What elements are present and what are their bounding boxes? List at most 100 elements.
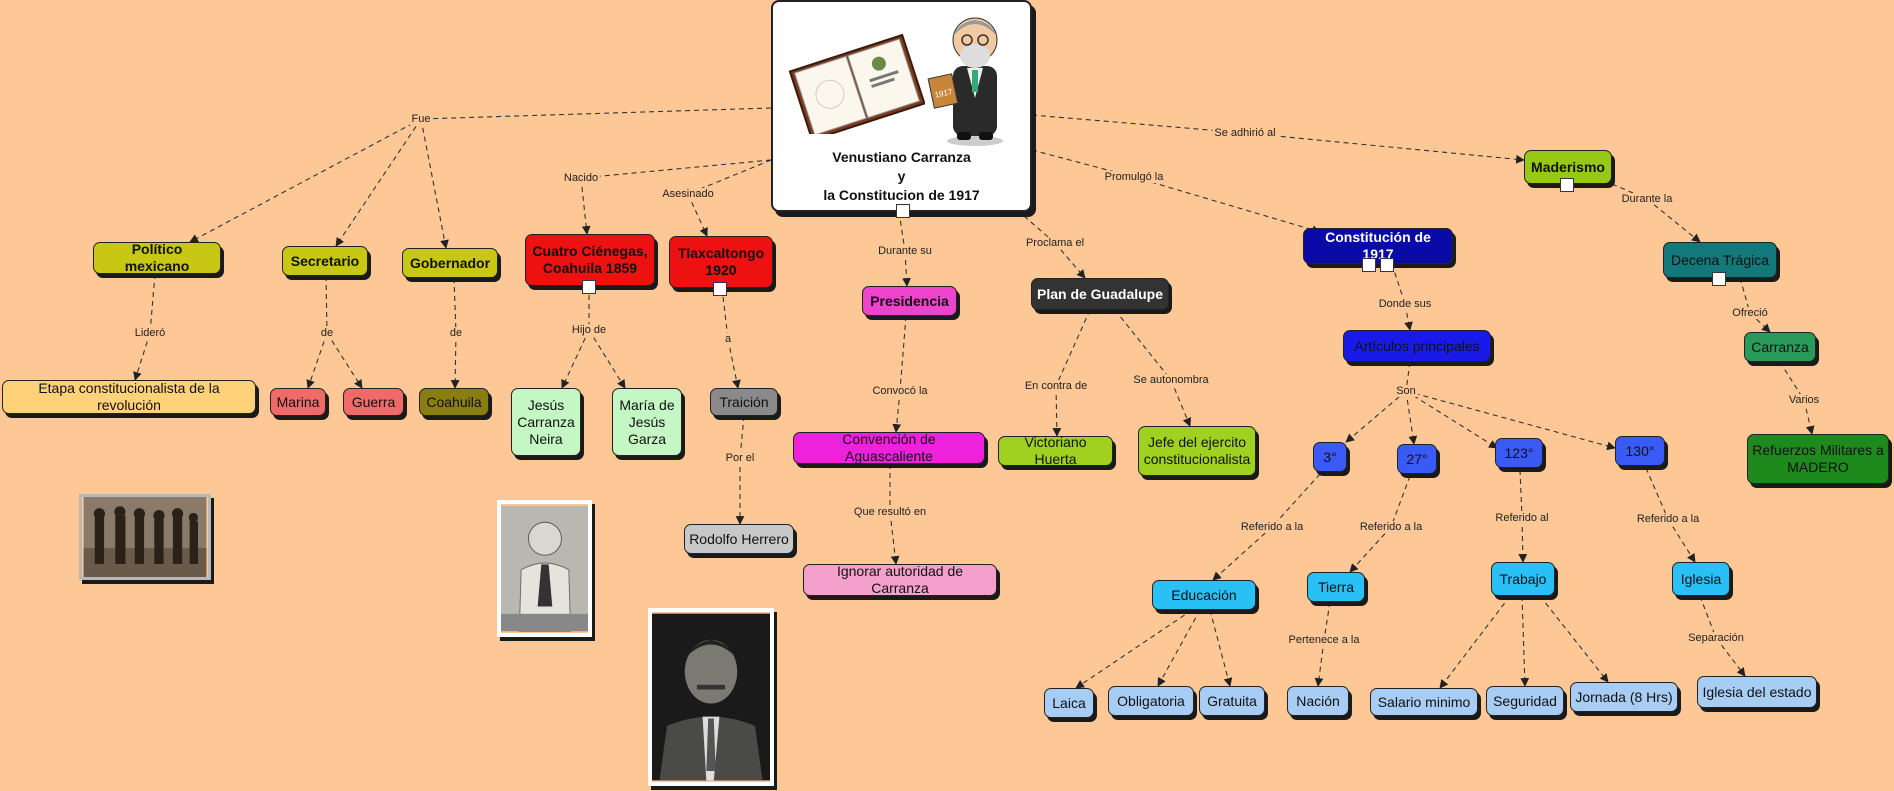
- node-seguridad[interactable]: Seguridad: [1486, 686, 1564, 716]
- node-label: 3°: [1323, 448, 1337, 465]
- node-gobernador[interactable]: Gobernador: [402, 248, 498, 278]
- node-marina[interactable]: Marina: [270, 388, 326, 416]
- node-nacion[interactable]: Nación: [1287, 686, 1349, 716]
- connector-line: [1519, 469, 1523, 519]
- connector-line: [1271, 473, 1321, 528]
- node-maria[interactable]: María de Jesús Garza: [612, 388, 682, 456]
- node-label: Gratuita: [1207, 692, 1257, 709]
- node-carranza[interactable]: Carranza: [1744, 332, 1816, 362]
- node-label: Laica: [1052, 694, 1086, 711]
- link-label-ofrecio: Ofreció: [1730, 307, 1770, 319]
- link-label-convoco: Convocó la: [870, 385, 930, 397]
- connector-line: [1715, 637, 1746, 677]
- node-educacion[interactable]: Educación: [1152, 580, 1256, 610]
- node-tierra[interactable]: Tierra: [1307, 572, 1365, 602]
- node-label: Traición: [719, 393, 769, 410]
- connector-line: [1157, 609, 1201, 687]
- node-label: Obligatoria: [1117, 692, 1185, 709]
- node-iglesia[interactable]: Iglesia: [1672, 562, 1730, 596]
- connector-line: [1133, 176, 1321, 234]
- connector-line: [1699, 595, 1717, 639]
- node-art123[interactable]: 123°: [1495, 438, 1543, 468]
- title-line-3: la Constitucion de 1917: [823, 187, 980, 203]
- connector-line: [1349, 526, 1392, 573]
- node-trabajo[interactable]: Trabajo: [1491, 562, 1555, 596]
- node-maderismo[interactable]: Maderismo: [1524, 150, 1612, 192]
- node-victoriano[interactable]: Victoriano Huerta: [998, 434, 1113, 467]
- image-icon[interactable]: [1362, 258, 1376, 272]
- link-label-nacido: Nacido: [561, 172, 601, 184]
- node-jornada[interactable]: Jornada (8 Hrs): [1570, 682, 1678, 712]
- node-art27[interactable]: 27°: [1397, 444, 1437, 474]
- document-icon[interactable]: [713, 282, 727, 296]
- node-decena[interactable]: Decena Trágica: [1663, 242, 1777, 286]
- link-label-son: Son: [1394, 385, 1418, 397]
- revolution-group-photo: [79, 494, 211, 580]
- node-label: Convención de Aguascaliente: [842, 431, 936, 464]
- node-ignorar[interactable]: Ignorar autoridad de Carranza: [803, 563, 997, 596]
- node-label: Iglesia del estado: [1702, 683, 1812, 700]
- node-gratuita[interactable]: Gratuita: [1199, 686, 1265, 716]
- node-cienegas[interactable]: Cuatro Ciénegas, Coahuila 1859: [525, 234, 655, 294]
- node-label: Nación: [1296, 692, 1340, 709]
- node-secretario[interactable]: Secretario: [282, 246, 368, 276]
- document-icon[interactable]: [1560, 178, 1574, 192]
- node-art3[interactable]: 3°: [1313, 442, 1347, 472]
- node-obligatoria[interactable]: Obligatoria: [1108, 686, 1194, 716]
- node-rodolfo[interactable]: Rodolfo Herrero: [684, 524, 794, 554]
- connector-line: [1390, 475, 1411, 528]
- node-etapa[interactable]: Etapa constitucionalista de la revolució…: [2, 380, 256, 414]
- node-coahuila[interactable]: Coahuila: [419, 388, 489, 416]
- node-constitucion[interactable]: Constitución de 1917: [1303, 228, 1453, 272]
- connector-line: [453, 277, 457, 334]
- node-articulos[interactable]: Artículos principales: [1343, 330, 1491, 362]
- node-presidencia[interactable]: Presidencia: [862, 286, 957, 316]
- document-icon[interactable]: [582, 280, 596, 294]
- node-label: Carranza: [1751, 338, 1809, 355]
- connector-line: [1779, 361, 1805, 401]
- node-label: Jornada (8 Hrs): [1575, 688, 1673, 705]
- node-salario[interactable]: Salario minimo: [1370, 688, 1478, 716]
- link-label-ref123: Referido al: [1493, 512, 1551, 524]
- constitution-book-illustration: [788, 33, 925, 134]
- node-traicion[interactable]: Traición: [710, 388, 778, 416]
- link-label-ref27: Referido a la: [1357, 521, 1425, 533]
- connector-line: [1405, 390, 1616, 451]
- document-icon[interactable]: [1380, 258, 1394, 272]
- node-label: Salario minimo: [1377, 693, 1471, 710]
- link-label-hijo: Hijo de: [569, 324, 609, 336]
- node-convencion[interactable]: Convención de Aguascaliente: [793, 431, 985, 464]
- connector-line: [420, 107, 772, 120]
- title-line-1: Venustiano Carranza: [832, 149, 971, 165]
- book-year-label: 1917: [934, 87, 954, 100]
- connector-line: [1055, 309, 1091, 387]
- carranza-illustration: 1917: [927, 17, 1003, 146]
- node-label: Decena Trágica: [1670, 251, 1770, 268]
- node-label: Victoriano Huerta: [1024, 434, 1087, 467]
- connector-line: [1539, 595, 1609, 683]
- node-plan[interactable]: Plan de Guadalupe: [1031, 278, 1169, 310]
- link-label-a: a: [722, 333, 734, 345]
- node-tlaxcalt[interactable]: Tlaxcaltongo 1920: [669, 236, 773, 296]
- document-icon[interactable]: [1712, 272, 1726, 286]
- node-art130[interactable]: 130°: [1615, 436, 1665, 466]
- link-label-pertenece: Pertenece a la: [1286, 634, 1362, 646]
- connector-line: [450, 332, 460, 389]
- node-refuerzos[interactable]: Refuerzos Militares a MADERO: [1747, 434, 1889, 484]
- node-label: Jefe del ejercito constitucionalista: [1143, 434, 1251, 467]
- connector-line: [335, 118, 422, 247]
- node-iglesiaestado[interactable]: Iglesia del estado: [1697, 676, 1817, 708]
- node-jesus[interactable]: Jesús Carranza Neira: [511, 388, 581, 456]
- document-icon[interactable]: [896, 204, 910, 218]
- connector-line: [1518, 517, 1528, 563]
- central-concept-node[interactable]: 1917 Venustiano Carranza y la Constituci…: [771, 0, 1032, 218]
- node-label: Tlaxcaltongo 1920: [677, 245, 765, 278]
- node-label: Constitución de 1917: [1325, 229, 1431, 262]
- node-guerra[interactable]: Guerra: [343, 388, 404, 416]
- link-label-asesinado: Asesinado: [660, 188, 716, 200]
- node-politico[interactable]: Político mexicano: [93, 241, 221, 274]
- connector-line: [1323, 601, 1331, 641]
- node-laica[interactable]: Laica: [1044, 688, 1094, 718]
- connector-line: [306, 332, 328, 389]
- node-jefe[interactable]: Jefe del ejercito constitucionalista: [1138, 426, 1256, 476]
